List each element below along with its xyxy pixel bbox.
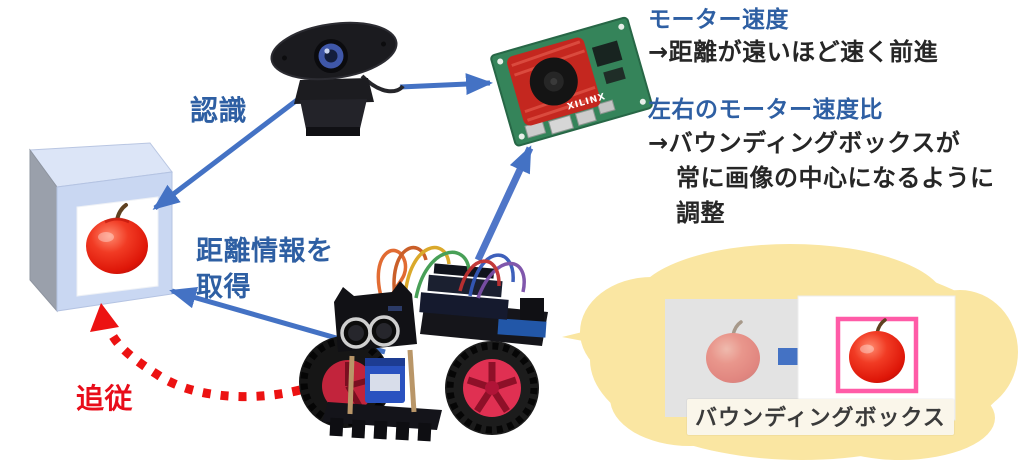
motor-speed-title: モーター速度 [648,7,789,33]
apple-image [86,203,148,274]
target-cube [29,142,173,313]
motor-ratio-desc-line1: →バウンディングボックスが [648,129,961,157]
robot-car [299,245,548,442]
webcam [270,21,405,136]
follow-label: 追従 [76,382,134,415]
motor-ratio-title: 左右のモーター速度比 [648,97,883,123]
motor-speed-desc: →距離が遠いほど速く前進 [648,38,939,66]
webcam-lens-icon [314,39,348,73]
arrow-robot-to-board [474,145,534,262]
servo-motor [365,358,405,403]
arrow-webcam-to-cube [152,92,307,210]
bounding-box-frame [835,316,919,394]
motor-ratio-desc-line3: 調整 [676,199,725,227]
bounding-box-caption: バウンディングボックス [687,399,954,435]
distance-label-line1: 距離情報を [196,236,334,267]
ultrasonic-sensor [334,281,417,352]
robot-right-wheel [445,341,539,435]
distance-label-line2: 取得 [196,272,251,303]
front-bumper [329,417,432,442]
red-dotted-follow-arrow [90,303,302,402]
fpga-board: XILINX [490,16,653,147]
recognition-label: 認識 [190,94,248,127]
apple-image-detected [849,318,905,383]
motor-ratio-desc-line2: 常に画像の中心になるように [676,164,995,192]
arrow-webcam-to-board [399,73,493,96]
apple-image-faded [706,320,760,383]
heatsink-fan-icon [507,37,601,126]
